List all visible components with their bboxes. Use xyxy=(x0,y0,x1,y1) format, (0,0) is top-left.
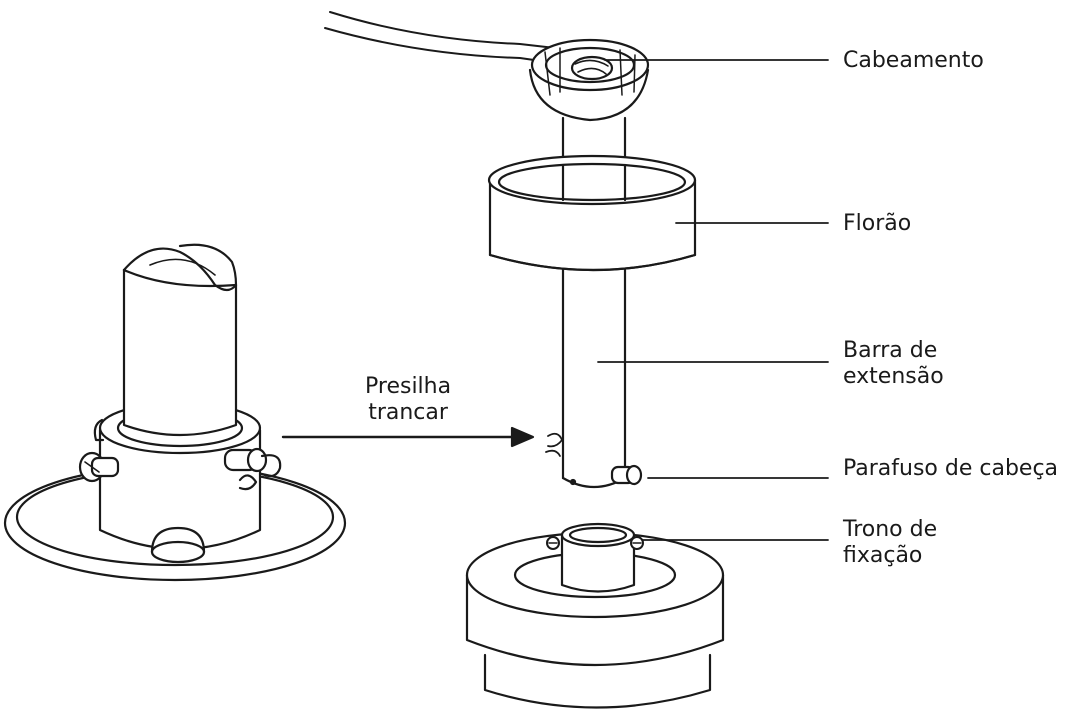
label-trono-de-fixacao: Trono de fixação xyxy=(843,517,937,569)
label-parafuso-text: Parafuso de cabeça xyxy=(843,456,1059,481)
label-barra-de-extensao: Barra de extensão xyxy=(843,338,944,390)
label-florao: Florão xyxy=(843,211,911,237)
label-presilha-line2: trancar xyxy=(368,400,448,425)
canopy xyxy=(487,154,697,272)
leader-lines xyxy=(597,59,829,541)
pointer-arrow xyxy=(281,426,535,448)
label-barra-line2: extensão xyxy=(843,364,944,389)
mounting-bracket xyxy=(465,522,725,709)
label-barra-line1: Barra de xyxy=(843,338,938,363)
label-trono-line1: Trono de xyxy=(843,517,938,542)
assembled-mount-illustration xyxy=(3,243,347,582)
ball-head xyxy=(528,38,650,122)
label-cabeamento: Cabeamento xyxy=(843,48,984,74)
wires xyxy=(324,11,556,63)
label-parafuso-de-cabeca: Parafuso de cabeça xyxy=(843,456,1058,482)
label-trono-line2: fixação xyxy=(843,543,923,568)
label-florao-text: Florão xyxy=(843,211,912,236)
label-presilha-trancar: Presilha trancar xyxy=(365,374,451,426)
label-cabeamento-text: Cabeamento xyxy=(843,48,984,73)
label-presilha-line1: Presilha xyxy=(365,374,452,399)
